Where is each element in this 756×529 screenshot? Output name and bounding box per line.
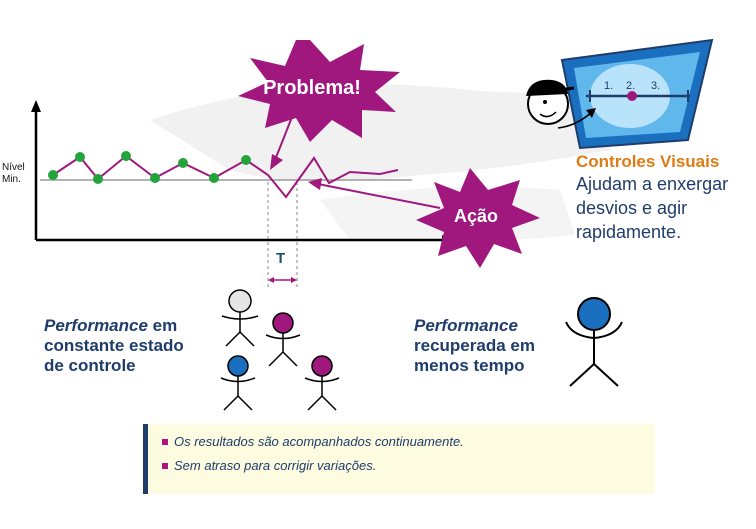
action-starburst: [416, 168, 540, 268]
left-caption-line3: de controle: [44, 356, 136, 375]
data-point: [75, 152, 85, 162]
note-item: Sem atraso para corrigir variações.: [162, 458, 655, 474]
right-caption-line2: recuperada em: [414, 336, 535, 355]
t-arrow: [268, 277, 297, 283]
right-caption-line3: menos tempo: [414, 356, 525, 375]
brush-background: [150, 80, 610, 182]
left-caption-line1: Performance em: [44, 316, 178, 335]
note-text-2: Sem atraso para corrigir variações.: [174, 458, 377, 473]
visual-controls-line2: desvios e agir: [576, 198, 688, 218]
period-label: T: [276, 250, 286, 267]
problem-starburst: [238, 40, 400, 142]
problem-arrow: [270, 111, 295, 170]
min-level-label: Nível Min.: [2, 162, 25, 185]
gauge-mark-2: 2.: [626, 80, 635, 92]
visual-controls-text: Controles Visuais Ajudam a enxergar desv…: [576, 152, 756, 244]
right-caption-line1: Performance: [414, 316, 518, 335]
note-text-1: Os resultados são acompanhados continuam…: [174, 434, 464, 449]
data-point: [150, 173, 160, 183]
bullet-icon: [162, 463, 168, 469]
right-caption: Performance recuperada em menos tempo: [414, 316, 574, 376]
action-label: Ação: [454, 206, 498, 226]
bullet-icon: [162, 439, 168, 445]
visual-controls-line1: Ajudam a enxergar: [576, 174, 729, 194]
stick-figure-magenta-1: [265, 312, 301, 367]
data-point: [48, 170, 58, 180]
gauge-mark-3: 3.: [651, 80, 660, 92]
stick-figure-blue: [220, 355, 256, 411]
stick-figure-grey: [221, 289, 259, 347]
visual-control-panel: [560, 38, 714, 150]
problem-label: Problema!: [263, 77, 361, 99]
gauge-mark-1: 1.: [604, 80, 613, 92]
data-point: [241, 155, 251, 165]
data-point: [121, 151, 131, 161]
note-item: Os resultados são acompanhados continuam…: [162, 434, 655, 450]
notes-box: Os resultados são acompanhados continuam…: [143, 424, 655, 494]
left-caption-line2: constante estado: [44, 336, 184, 355]
sight-arrow: [557, 108, 596, 129]
left-caption: Performance em constante estado de contr…: [44, 316, 224, 376]
stick-figure-magenta-2: [304, 355, 340, 411]
stick-figure-large-blue: [565, 297, 623, 387]
visual-controls-line3: rapidamente.: [576, 222, 682, 242]
data-points: [48, 151, 251, 184]
visual-controls-title: Controles Visuais: [576, 152, 720, 171]
data-point: [178, 158, 188, 168]
data-point: [209, 173, 219, 183]
action-arrow: [308, 178, 441, 209]
observer-face-icon: [526, 79, 575, 125]
data-point: [93, 174, 103, 184]
gauge-marker: [627, 91, 637, 101]
